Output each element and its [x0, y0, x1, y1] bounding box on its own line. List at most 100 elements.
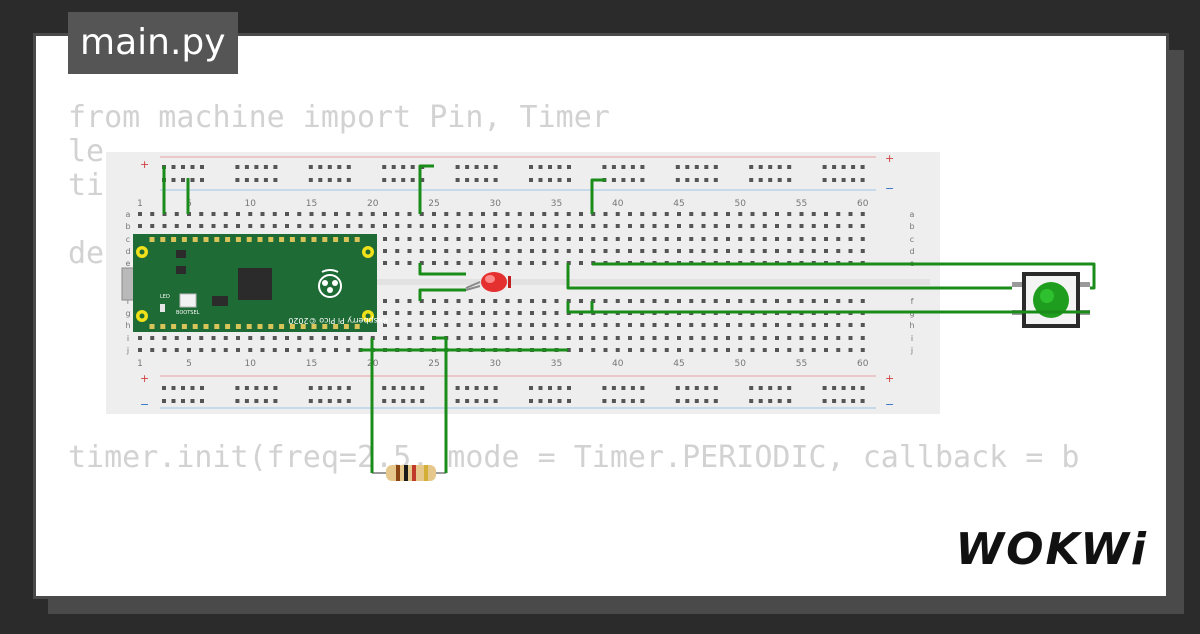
rail-hole: [263, 386, 268, 390]
breadboard-hole: [824, 224, 828, 228]
column-number-bottom: 15: [306, 359, 317, 369]
rail-hole: [640, 178, 645, 182]
breadboard-hole: [395, 311, 400, 315]
rail-hole: [254, 386, 259, 390]
rail-hole: [263, 178, 268, 182]
rail-hole: [557, 165, 562, 169]
rail-hole: [713, 165, 718, 169]
rail-hole: [621, 178, 626, 182]
rail-hole: [263, 399, 268, 403]
rail-hole: [713, 386, 718, 390]
breadboard-hole: [664, 249, 669, 253]
breadboard-hole: [738, 249, 743, 253]
rail-hole: [474, 165, 479, 169]
rail-hole: [244, 178, 249, 182]
breadboard-hole: [640, 249, 645, 253]
pico-pin: [300, 324, 306, 329]
rail-hole: [860, 386, 865, 390]
breadboard-hole: [334, 224, 338, 228]
rail-hole: [200, 386, 204, 390]
breadboard-hole: [762, 212, 767, 216]
column-number-top: 20: [367, 199, 379, 209]
breadboard-hole: [713, 249, 718, 253]
breadboard-hole: [346, 224, 351, 228]
breadboard-hole: [738, 299, 743, 303]
rail-hole: [538, 386, 543, 390]
breadboard-hole: [652, 249, 657, 253]
breadboard-hole: [444, 224, 449, 228]
rail-hole: [493, 386, 498, 390]
file-tab-main-py[interactable]: main.py: [68, 12, 238, 74]
breadboard-hole: [150, 224, 155, 228]
red-led[interactable]: [465, 272, 511, 292]
rail-hole: [273, 386, 278, 390]
rail-hole: [851, 399, 856, 403]
rail-hole: [685, 386, 690, 390]
breadboard-hole: [811, 348, 816, 352]
pico-pin: [192, 324, 198, 329]
rail-hole: [382, 178, 387, 182]
raspberry-pi-pico[interactable]: BOOTSEL LED Raspberry Pi Pico ©2020: [121, 234, 388, 332]
rail-hole: [171, 165, 176, 169]
rail-plus-bottom-left: +: [140, 372, 149, 385]
rail-hole: [455, 178, 460, 182]
breadboard-hole: [689, 323, 694, 327]
breadboard-hole: [603, 323, 608, 327]
breadboard-hole: [824, 299, 828, 303]
row-letter: j: [126, 346, 129, 355]
breadboard-hole: [187, 336, 191, 340]
breadboard-hole: [432, 323, 436, 327]
breadboard-hole: [628, 299, 632, 303]
rail-hole: [704, 386, 709, 390]
bootsel-button[interactable]: [179, 293, 197, 308]
rail-hole: [190, 178, 195, 182]
rail-hole: [758, 399, 763, 403]
breadboard-hole: [223, 224, 228, 228]
rail-hole: [630, 165, 635, 169]
breadboard-hole: [456, 249, 461, 253]
rail-hole: [327, 178, 332, 182]
column-number-bottom: 50: [735, 359, 747, 369]
breadboard-hole: [481, 323, 485, 327]
row-letter: d: [909, 247, 914, 256]
rail-hole: [162, 386, 166, 390]
breadboard-hole: [701, 299, 706, 303]
rail-hole: [382, 165, 387, 169]
rail-hole: [851, 165, 856, 169]
rail-hole: [484, 386, 489, 390]
rp2040-chip: [238, 268, 272, 300]
rail-hole: [713, 178, 718, 182]
rail-hole: [621, 399, 626, 403]
breadboard-hole: [162, 224, 167, 228]
row-letter: i: [911, 334, 913, 343]
rail-hole: [787, 165, 792, 169]
breadboard-hole: [517, 261, 522, 265]
resistor[interactable]: [372, 465, 446, 481]
breadboard-hole: [383, 336, 387, 340]
breadboard-hole: [456, 237, 461, 241]
breadboard-hole: [505, 237, 510, 241]
column-number-top: 25: [428, 199, 439, 209]
breadboard-hole: [762, 336, 767, 340]
breadboard-hole: [297, 212, 302, 216]
rail-hole: [484, 165, 489, 169]
breadboard-hole: [603, 224, 608, 228]
wire: [418, 288, 466, 301]
rail-hole: [685, 178, 690, 182]
breadboard-hole: [395, 212, 400, 216]
breadboard-hole: [799, 348, 804, 352]
breadboard-hole: [444, 299, 449, 303]
breadboard-hole: [713, 237, 718, 241]
rail-hole: [244, 399, 249, 403]
breadboard-hole: [370, 212, 375, 216]
rail-hole: [675, 178, 680, 182]
rail-hole: [548, 165, 552, 169]
breadboard-hole: [444, 261, 449, 265]
breadboard-hole: [603, 299, 608, 303]
rail-hole: [235, 386, 240, 390]
push-button[interactable]: [1012, 272, 1090, 328]
rail-hole: [694, 178, 699, 182]
column-number-top: 35: [551, 199, 562, 209]
